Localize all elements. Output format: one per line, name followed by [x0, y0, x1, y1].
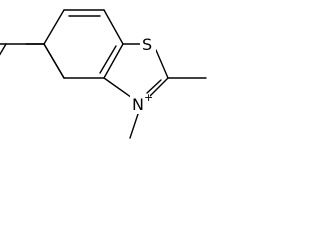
- left-aromatic-ring: [0, 43, 65, 79]
- upper-aromatic-ring: [43, 9, 124, 79]
- double-bond-c7-c8: [99, 45, 117, 74]
- bond-s-c2: [155, 49, 169, 79]
- bond-c10-c5: [43, 9, 65, 45]
- methyl-on-n: [129, 113, 139, 139]
- bond-c1-c2: [0, 43, 7, 56]
- molecule-structure-diagram: S N +: [0, 9, 207, 139]
- sulfur-atom-label: S: [142, 35, 152, 54]
- positive-charge-label: +: [144, 91, 153, 104]
- atom-labels: S N +: [130, 34, 156, 114]
- nitrogen-atom-label: N: [132, 95, 144, 114]
- bond-c7-c8: [103, 43, 124, 79]
- bond-c10-c11: [43, 43, 65, 79]
- bond-c2-n: [149, 77, 169, 97]
- sulfur-label-bg: [140, 34, 156, 54]
- double-bond-c2-n: [146, 79, 162, 94]
- bond-n-c8: [103, 77, 136, 101]
- nitrogen-label-bg: [130, 94, 150, 114]
- bond-c6-c7: [103, 9, 124, 45]
- methyl-groups: [129, 77, 207, 139]
- thiazole-ring: [103, 43, 169, 101]
